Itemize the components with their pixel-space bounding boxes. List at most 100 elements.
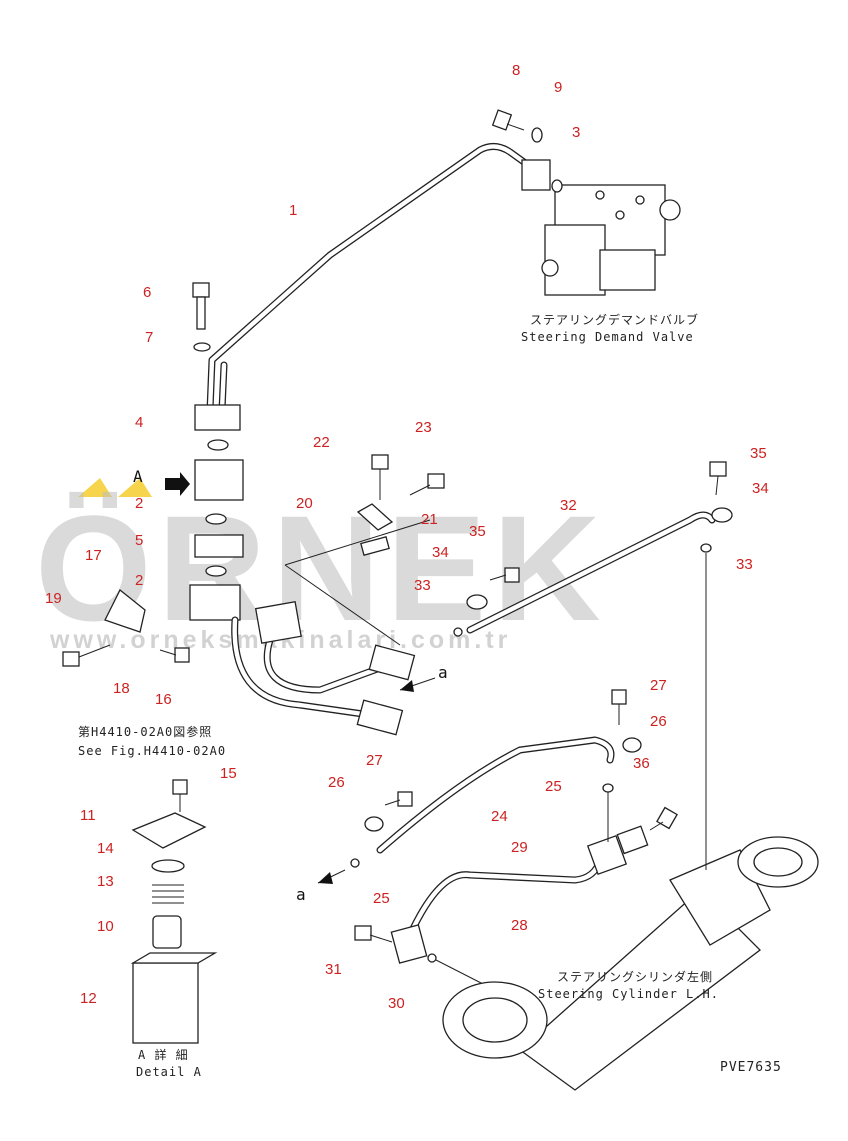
washer-9 (531, 127, 543, 143)
callout-1: 1 (289, 202, 297, 219)
oring-2a (205, 513, 227, 525)
clamp-34b (711, 507, 733, 523)
bolt-35a (489, 567, 520, 583)
oring-30 (427, 953, 437, 963)
callout-21: 21 (421, 511, 438, 528)
callout-33a: 33 (414, 577, 431, 594)
steering-demand-valve (541, 184, 681, 296)
callout-18: 18 (113, 680, 130, 697)
oring-2b (205, 565, 227, 577)
plate-21 (360, 536, 390, 556)
callout-23: 23 (415, 419, 432, 436)
plate-11 (131, 812, 207, 849)
pipe-28 (390, 825, 649, 964)
bolt-35b (709, 461, 727, 496)
flange-4 (194, 404, 241, 431)
watermark-accent-left (78, 478, 112, 497)
callout-15: 15 (220, 765, 237, 782)
valve-10 (152, 915, 182, 949)
callout-27b: 27 (650, 677, 667, 694)
oring-14 (151, 859, 185, 873)
leader-a (284, 564, 401, 646)
callout-6: 6 (143, 284, 151, 301)
bolt-22 (371, 454, 389, 500)
cylinder-title-en: Steering Cylinder L.H. (538, 987, 719, 1001)
callout-34a: 34 (432, 544, 449, 561)
callout-35b: 35 (750, 445, 767, 462)
clamp-26a (364, 816, 384, 832)
bolt-27b (611, 689, 627, 725)
valve-title-en: Steering Demand Valve (521, 330, 694, 344)
flange-valve (521, 159, 551, 191)
callout-26a: 26 (328, 774, 345, 791)
oring-33b (700, 543, 712, 553)
callout-31: 31 (325, 961, 342, 978)
bolt-31 (354, 925, 393, 943)
flow-label-a1: a (438, 663, 448, 682)
spring-13 (152, 884, 184, 904)
callout-25a: 25 (545, 778, 562, 795)
pipe-16 (231, 601, 416, 736)
ref-title-jp: 第H4410-02A0図参照 (78, 724, 212, 739)
watermark-accent-right (118, 478, 152, 497)
callout-33b: 33 (736, 556, 753, 573)
callout-24: 24 (491, 808, 508, 825)
bolt-15 (172, 779, 188, 795)
clamp-34a (466, 594, 488, 610)
callout-28: 28 (511, 917, 528, 934)
callout-35a: 35 (469, 523, 486, 540)
leader-b (284, 519, 431, 566)
steering-cylinder (442, 553, 819, 1091)
block-lower (189, 584, 241, 621)
hose-32 (453, 507, 733, 637)
bracket-20 (356, 503, 394, 531)
ref-title-en: See Fig.H4410-02A0 (78, 744, 226, 758)
callout-3: 3 (572, 124, 580, 141)
flow-label-a2: a (296, 885, 306, 904)
callout-26b: 26 (650, 713, 667, 730)
valve-title-jp: ステアリングデマンドバルブ (530, 312, 699, 327)
callout-7: 7 (145, 329, 153, 346)
view-arrow-icon (165, 472, 190, 496)
clamp-26b (622, 737, 642, 753)
callout-22: 22 (313, 434, 330, 451)
bolt-8 (491, 109, 525, 131)
callout-10: 10 (97, 918, 114, 935)
bolt-6 (192, 282, 210, 330)
watermark: ÖRNEK www.orneksmakinalari.com.tr (35, 478, 601, 654)
oring-4 (207, 439, 229, 451)
bolt-27a (384, 791, 413, 807)
oring-3 (551, 179, 563, 193)
plate-5 (194, 534, 244, 558)
callout-20: 20 (296, 495, 313, 512)
block-29 (586, 834, 628, 876)
callout-13: 13 (97, 873, 114, 890)
washer-7 (193, 342, 211, 352)
callout-16: 16 (155, 691, 172, 708)
callout-5: 5 (135, 532, 143, 549)
bolt-19 (62, 644, 111, 667)
oring-25a (602, 783, 614, 793)
callout-29: 29 (511, 839, 528, 856)
detail-title-en: Detail A (136, 1065, 202, 1079)
fitting-36 (649, 806, 678, 831)
callout-30: 30 (388, 995, 405, 1012)
bracket-17 (104, 588, 146, 633)
callout-32: 32 (560, 497, 577, 514)
oring-25b (350, 858, 360, 868)
flow-arrow-a1 (399, 677, 436, 692)
flow-arrow-a2 (317, 869, 346, 884)
callout-2b: 2 (135, 572, 143, 589)
callout-9: 9 (554, 79, 562, 96)
detail-title-jp: A 詳 細 (138, 1047, 189, 1062)
view-label-a: A (133, 467, 143, 486)
callout-34b: 34 (752, 480, 769, 497)
callout-8: 8 (512, 62, 520, 79)
hose-24 (364, 736, 642, 854)
detail-a (130, 779, 218, 1044)
callout-19: 19 (45, 590, 62, 607)
callout-12: 12 (80, 990, 97, 1007)
bolt-23 (409, 473, 445, 496)
